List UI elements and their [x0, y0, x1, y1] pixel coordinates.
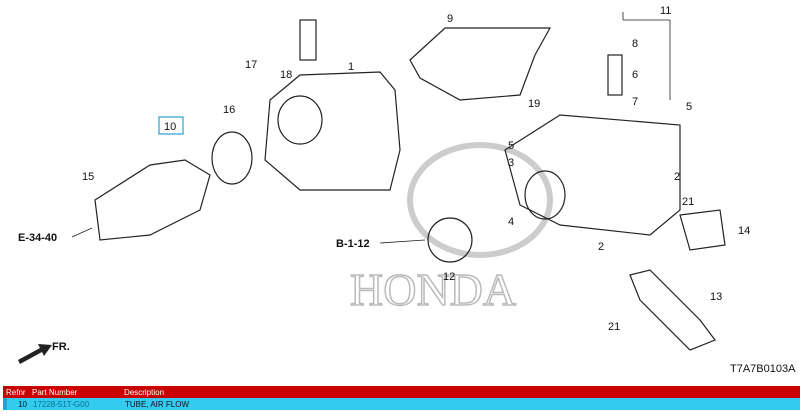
ref-4: 4 — [508, 216, 514, 228]
parts-diagram: HONDA 9 11 8 6 7 17 18 1 19 16 10 5 5 3 … — [18, 5, 796, 375]
air-filter — [409, 27, 552, 101]
front-label: FR. — [52, 341, 70, 353]
ref-13: 13 — [710, 291, 722, 303]
ref-6: 6 — [632, 69, 638, 81]
ref-10[interactable]: 10 — [164, 121, 176, 133]
air-flow-tube — [94, 159, 211, 241]
clamp-16 — [211, 131, 253, 185]
xref-b-1-12[interactable]: B-1-12 — [336, 238, 370, 250]
honda-logo-watermark — [407, 142, 553, 258]
ref-14: 14 — [738, 225, 750, 237]
col-description: Description — [124, 387, 165, 397]
xref-e-34-40[interactable]: E-34-40 — [18, 232, 57, 244]
cell-description: TUBE, AIR FLOW — [125, 399, 190, 409]
duct-12 — [427, 217, 473, 263]
sensor-18 — [299, 19, 317, 61]
resonator-inlet — [524, 170, 566, 220]
front-arrow-icon — [18, 344, 52, 364]
ref-15: 15 — [82, 171, 94, 183]
bracket-14 — [679, 209, 726, 251]
ref-9: 9 — [447, 13, 453, 25]
ref-21: 21 — [682, 196, 694, 208]
inlet-duct-13 — [629, 269, 716, 351]
col-part-number: Part Number — [32, 387, 78, 397]
air-cleaner-housing — [264, 71, 401, 191]
ref-5: 5 — [686, 101, 692, 113]
resonator — [504, 114, 681, 236]
cell-refnr: 10 — [18, 399, 27, 409]
ref-19: 19 — [528, 98, 540, 110]
ref-3: 3 — [508, 157, 514, 169]
ref-8: 8 — [632, 38, 638, 50]
housing-inlet — [277, 95, 323, 145]
ref-7: 7 — [632, 96, 638, 108]
ref-21: 21 — [608, 321, 620, 333]
ref-12: 12 — [443, 271, 455, 283]
cell-part-number[interactable]: 17228-51T-G00 — [33, 399, 90, 409]
watermark: HONDA — [350, 264, 516, 315]
part-6 — [607, 54, 623, 96]
table-header: Refnr Part Number Description — [3, 386, 800, 398]
parts-table: Refnr Part Number Description 10 17228-5… — [3, 386, 800, 410]
ref-16: 16 — [223, 104, 235, 116]
ref-2: 2 — [674, 171, 680, 183]
ref-17: 17 — [245, 59, 257, 71]
ref-5: 5 — [508, 140, 514, 152]
ref-11: 11 — [660, 5, 671, 17]
ref-1: 1 — [348, 61, 354, 73]
diagram-code: T7A7B0103A — [730, 363, 796, 375]
ref-2: 2 — [598, 241, 604, 253]
ref-10-highlight[interactable] — [158, 116, 184, 135]
ref-18: 18 — [280, 69, 292, 81]
table-row[interactable]: 10 17228-51T-G00 TUBE, AIR FLOW — [3, 398, 800, 410]
col-refnr: Refnr — [6, 387, 26, 397]
